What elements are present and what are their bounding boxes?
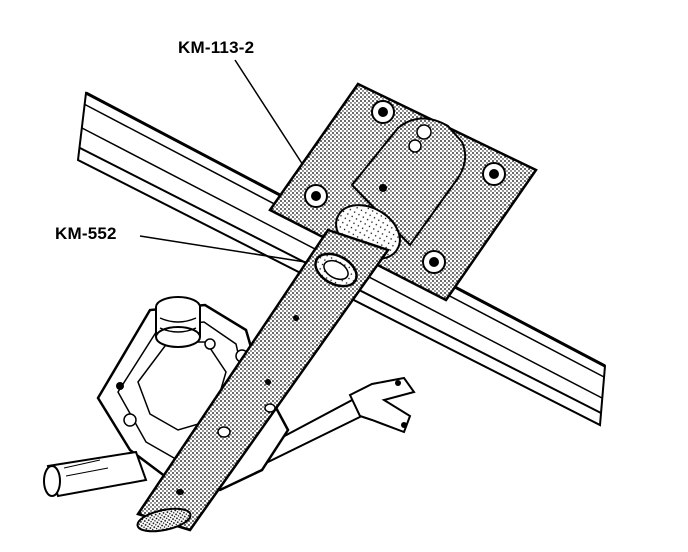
bar-holes xyxy=(176,315,299,495)
callout-km-113-2: KM-113-2 xyxy=(178,38,255,57)
support-plate xyxy=(268,82,538,302)
tool-bar xyxy=(136,228,390,533)
bolt-heads xyxy=(304,100,506,274)
callout-km-552: KM-552 xyxy=(55,224,117,243)
leader-lines xyxy=(139,59,319,265)
